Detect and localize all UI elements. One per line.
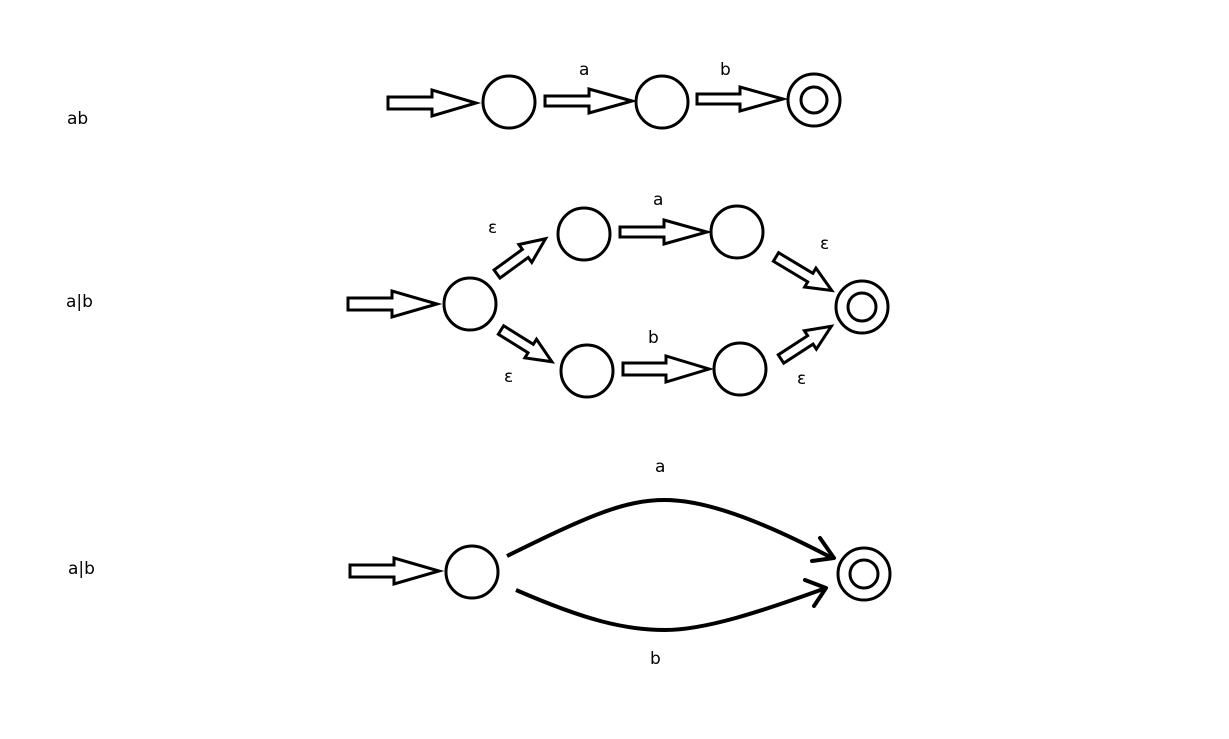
arrowhead-a [810, 536, 836, 563]
transition-curve-a [506, 497, 833, 560]
edge-label-b: b [648, 328, 659, 348]
diagram-ab: ab a b [67, 60, 842, 130]
accept-state-inner-ring [799, 85, 829, 115]
epsilon-label-top-left: ε [488, 218, 497, 238]
regex-label-a-or-b: a|b [68, 559, 95, 579]
transition-arrow-b [621, 353, 715, 385]
state-node [556, 206, 612, 262]
start-arrow [386, 87, 482, 119]
start-arrow [346, 289, 443, 319]
epsilon-arrow-bottom [496, 323, 556, 364]
arrowhead-b [803, 578, 828, 608]
epsilon-label-top-right: ε [820, 234, 829, 254]
state-node [442, 276, 498, 332]
transition-arrow-b [695, 85, 789, 113]
accept-state-inner-ring [848, 558, 880, 590]
transition-arrow-a [543, 87, 638, 115]
regex-label-a-or-b: a|b [66, 292, 93, 312]
edge-label-b: b [720, 60, 731, 80]
edge-label-a: a [579, 60, 589, 80]
edge-label-a: a [653, 190, 663, 210]
transition-curve-b [515, 586, 827, 633]
epsilon-label-bottom-left: ε [504, 367, 513, 387]
epsilon-arrow-top [491, 236, 549, 281]
accept-state-inner-ring [846, 291, 878, 323]
diagram-a-or-b-simplified: a|b a b [68, 457, 892, 669]
start-arrow [348, 556, 445, 586]
epsilon-arrow-bottom-right [776, 324, 835, 366]
diagram-a-or-b-epsilon: a|b ε ε a b ε ε [66, 190, 890, 399]
epsilon-arrow-top-right [771, 250, 835, 293]
edge-label-b: b [650, 649, 661, 669]
state-node [444, 544, 500, 600]
state-node [712, 341, 768, 397]
state-node [559, 343, 615, 399]
regex-label-ab: ab [67, 109, 88, 129]
edge-label-a: a [655, 457, 665, 477]
state-node [634, 74, 690, 130]
transition-arrow-a [618, 218, 713, 246]
state-node [709, 204, 765, 260]
state-node [481, 74, 537, 130]
epsilon-label-bottom-right: ε [797, 369, 806, 389]
